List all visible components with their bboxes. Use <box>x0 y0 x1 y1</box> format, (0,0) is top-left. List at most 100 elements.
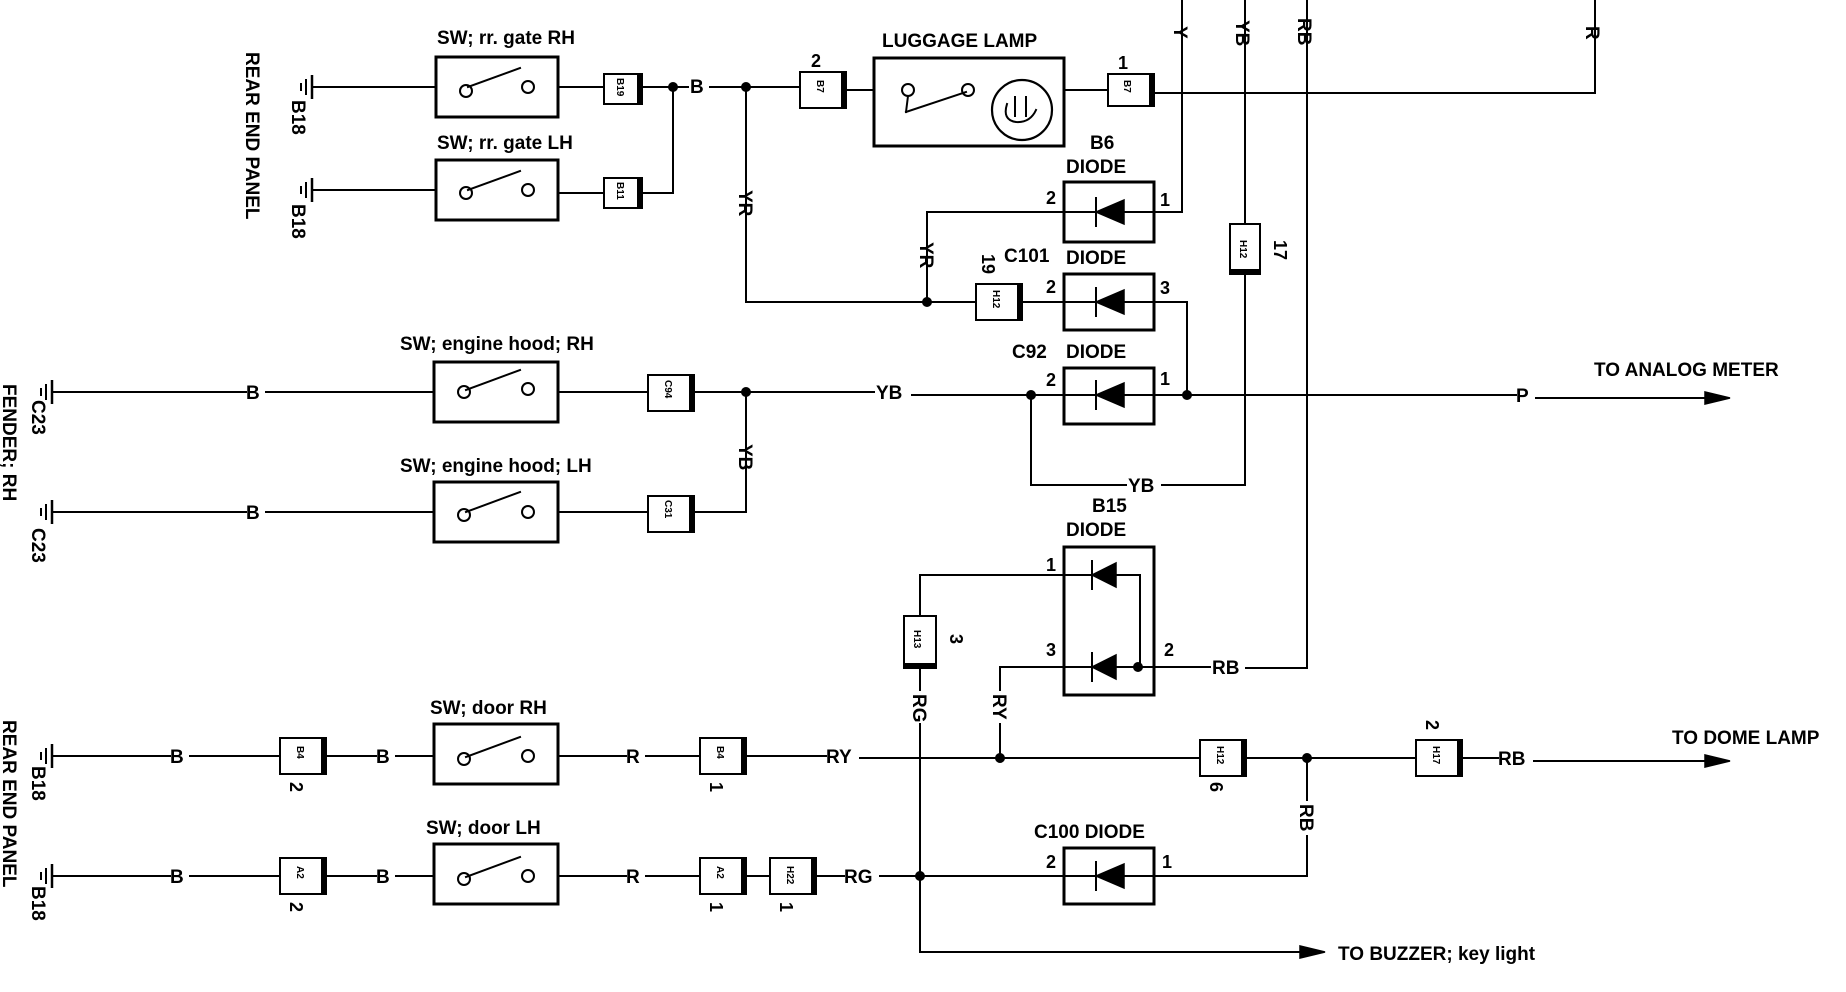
junction-dot <box>1182 390 1192 400</box>
switch-label-engine-hood-rh: SW; engine hood; RH <box>400 334 594 355</box>
svg-text:B19: B19 <box>614 78 625 97</box>
ground-symbol <box>299 73 314 101</box>
wire-label-r: R <box>1581 26 1602 40</box>
svg-text:1: 1 <box>776 902 796 912</box>
svg-text:A2: A2 <box>294 866 305 879</box>
svg-text:B7: B7 <box>1121 80 1132 93</box>
wire-label-b: B <box>690 77 704 98</box>
arrow-head-icon <box>1704 754 1731 768</box>
svg-text:A2: A2 <box>714 866 725 879</box>
svg-text:2: 2 <box>1046 277 1056 297</box>
wire-label-ry: RY <box>826 747 852 768</box>
wire-label-r: R <box>626 747 640 768</box>
svg-text:B4: B4 <box>714 746 725 759</box>
connector-h12 <box>975 283 1023 321</box>
svg-text:1: 1 <box>1162 852 1172 872</box>
switch-rr-gate-lh <box>434 158 560 222</box>
svg-text:H17: H17 <box>1430 746 1441 765</box>
ground-label-c23: C23 <box>27 528 48 563</box>
svg-text:3: 3 <box>946 634 966 644</box>
connector-b4 <box>699 737 747 775</box>
label-to-analog-meter: TO ANALOG METER <box>1594 360 1779 381</box>
svg-text:3: 3 <box>1160 278 1170 298</box>
connector-b7 <box>799 71 847 109</box>
wire-label-b: B <box>170 747 184 768</box>
svg-text:2: 2 <box>811 51 821 71</box>
wire-label-rb: RB <box>1295 804 1316 831</box>
svg-text:H12: H12 <box>1214 746 1225 765</box>
svg-text:H12: H12 <box>990 290 1001 309</box>
connector-a2 <box>699 857 747 895</box>
switch-door-rh <box>432 722 560 786</box>
wire-label-yb: YB <box>734 444 755 470</box>
wire-label-rb: RB <box>1293 18 1314 45</box>
switch-label-rr-gate-lh: SW; rr. gate LH <box>437 133 573 154</box>
junction-dot <box>922 297 932 307</box>
svg-text:1: 1 <box>706 902 726 912</box>
svg-text:1: 1 <box>706 782 726 792</box>
switch-door-lh <box>432 842 560 906</box>
wire-label-rg: RG <box>908 694 929 723</box>
connector-c94 <box>647 374 695 412</box>
wire-label-yb: YB <box>876 383 902 404</box>
svg-text:B6: B6 <box>1090 133 1114 154</box>
svg-text:C92: C92 <box>1012 342 1047 363</box>
svg-text:2: 2 <box>1422 720 1442 730</box>
svg-text:2: 2 <box>286 902 306 912</box>
connector-h13 <box>903 615 937 669</box>
connector-a2 <box>279 857 327 895</box>
connector-b19 <box>603 73 643 105</box>
svg-text:H12: H12 <box>1237 240 1248 259</box>
ground-symbol <box>39 742 54 770</box>
svg-text:C31: C31 <box>662 500 673 519</box>
svg-text:17: 17 <box>1270 240 1290 260</box>
junction-dot <box>1133 662 1143 672</box>
wire-label-b: B <box>376 867 390 888</box>
vertical-label-rear-end-panel: REAR END PANEL <box>0 720 19 888</box>
svg-text:H13: H13 <box>911 630 922 649</box>
wire-label-yr: YR <box>915 242 936 269</box>
ground-symbol <box>299 176 314 204</box>
switch-label-engine-hood-lh: SW; engine hood; LH <box>400 456 592 477</box>
wire-label-b: B <box>376 747 390 768</box>
label-diode: DIODE <box>1066 248 1126 269</box>
ground-label-b18: B18 <box>287 100 308 135</box>
svg-text:C94: C94 <box>662 380 673 399</box>
wire-label-rb: RB <box>1498 749 1525 770</box>
wire-label-rg: RG <box>844 867 873 888</box>
vertical-label-fender-rh: FENDER; RH <box>0 384 19 501</box>
ground-label-b18: B18 <box>27 886 48 921</box>
svg-text:3: 3 <box>1046 640 1056 660</box>
connector-h22 <box>769 857 817 895</box>
svg-text:B4: B4 <box>294 746 305 759</box>
svg-text:2: 2 <box>1046 188 1056 208</box>
label-c100-diode: C100 DIODE <box>1034 822 1145 843</box>
switch-label-door-rh: SW; door RH <box>430 698 547 719</box>
wire-label-b: B <box>246 383 260 404</box>
label-diode: DIODE <box>1066 342 1126 363</box>
wire-label-p: P <box>1516 386 1529 407</box>
vertical-label-rear-end-panel: REAR END PANEL <box>241 52 262 220</box>
luggage-lamp <box>872 56 1066 148</box>
switch-engine-hood-rh <box>432 360 560 424</box>
svg-text:H22: H22 <box>784 866 795 885</box>
svg-text:B11: B11 <box>614 182 625 200</box>
label-luggage-lamp: LUGGAGE LAMP <box>882 31 1037 52</box>
wire-label-rb: RB <box>1212 658 1239 679</box>
ground-symbol <box>39 862 54 890</box>
label-diode: DIODE <box>1066 520 1126 541</box>
switch-label-rr-gate-rh: SW; rr. gate RH <box>437 28 575 49</box>
wire-label-yr: YR <box>734 190 755 217</box>
ground-label-b18: B18 <box>27 766 48 801</box>
svg-text:2: 2 <box>1046 852 1056 872</box>
wire-label-b: B <box>246 503 260 524</box>
junction-dot <box>915 871 925 881</box>
label-to-dome-lamp: TO DOME LAMP <box>1672 728 1820 749</box>
svg-text:1: 1 <box>1118 53 1128 73</box>
svg-text:2: 2 <box>1164 640 1174 660</box>
junction-dot <box>995 753 1005 763</box>
ground-label-c23: C23 <box>27 400 48 435</box>
svg-text:6: 6 <box>1206 782 1226 792</box>
svg-text:19: 19 <box>978 254 998 274</box>
